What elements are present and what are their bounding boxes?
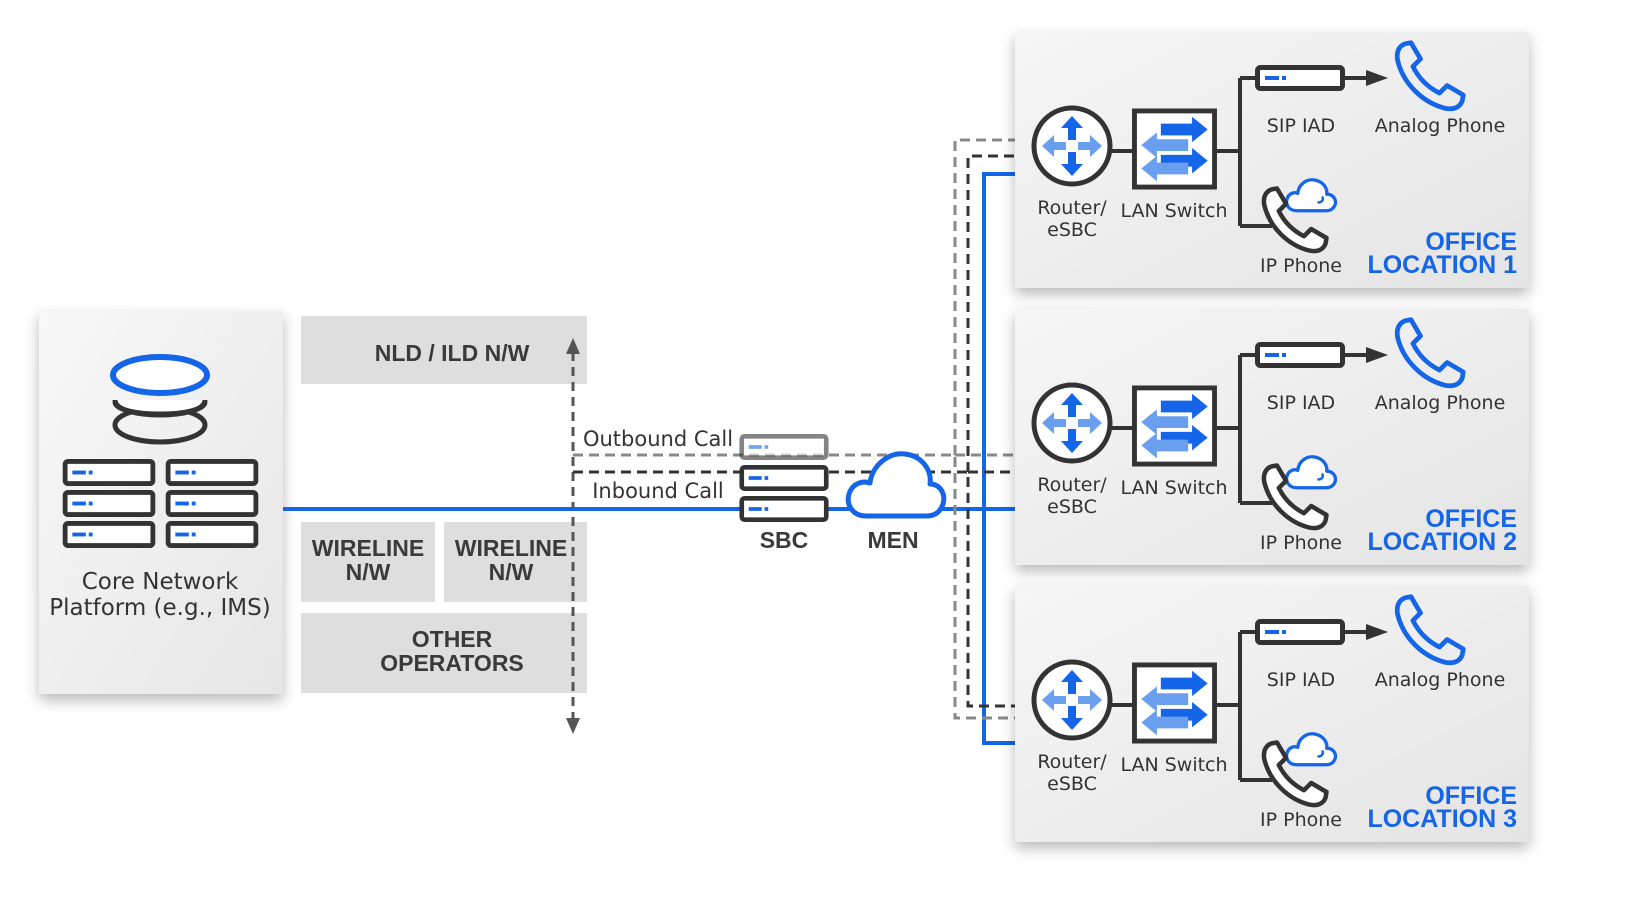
core-network-platform: Core Network Platform (e.g., IMS)	[39, 311, 283, 694]
router-label-line2: eSBC	[1047, 496, 1097, 518]
sip-iad-icon	[1258, 622, 1343, 643]
sip-iad-label: SIP IAD	[1267, 669, 1335, 691]
outbound-call-label: Outbound Call	[583, 427, 733, 451]
router-icon	[1034, 385, 1110, 461]
office-title-line2: LOCATION 1	[1367, 251, 1517, 279]
lan-switch-icon	[1134, 665, 1214, 741]
analog-phone-label: Analog Phone	[1375, 392, 1506, 414]
router-label-line1: Router/	[1037, 197, 1107, 219]
sip-iad-icon	[1258, 68, 1343, 89]
office-title-line1: OFFICE	[1425, 505, 1517, 533]
pstn-interconnect-arrow	[566, 338, 580, 734]
ip-phone-label: IP Phone	[1260, 809, 1342, 831]
other-operators-line1: OTHER	[412, 626, 493, 652]
core-platform-label-line2: Platform (e.g., IMS)	[49, 595, 270, 621]
wireline-network-2: WIRELINE N/W	[444, 522, 587, 602]
office-title-line1: OFFICE	[1425, 782, 1517, 810]
office-location-3: Router/ eSBC LAN Switch SIP IAD Analog P…	[1015, 586, 1529, 842]
analog-phone-label: Analog Phone	[1375, 115, 1506, 137]
office-title-line2: LOCATION 3	[1367, 805, 1517, 833]
ip-phone-label: IP Phone	[1260, 255, 1342, 277]
wireline-1-line1: WIRELINE	[312, 535, 424, 561]
sbc-icon	[742, 436, 827, 519]
outbound-call-path	[573, 138, 1015, 720]
office-title-line1: OFFICE	[1425, 228, 1517, 256]
men-label: MEN	[867, 527, 918, 553]
nld-ild-label: NLD / ILD N/W	[375, 340, 530, 366]
office-title-line2: LOCATION 2	[1367, 528, 1517, 556]
sbc-node: SBC	[742, 436, 827, 553]
router-icon	[1034, 662, 1110, 738]
lan-switch-label: LAN Switch	[1120, 200, 1227, 222]
sip-iad-label: SIP IAD	[1267, 115, 1335, 137]
men-node: MEN	[845, 451, 947, 553]
wireline-network-1: WIRELINE N/W	[301, 522, 435, 602]
analog-phone-label: Analog Phone	[1375, 669, 1506, 691]
lan-switch-label: LAN Switch	[1120, 754, 1227, 776]
office-location-1: Router/ eSBC LAN Switch SIP IAD Analog P…	[1015, 32, 1529, 288]
router-label-line2: eSBC	[1047, 773, 1097, 795]
other-operators-network: OTHER OPERATORS	[301, 613, 587, 693]
sip-iad-icon	[1258, 345, 1343, 366]
men-cloud-icon	[845, 451, 947, 519]
wireline-2-line1: WIRELINE	[455, 535, 567, 561]
office-location-2: Router/ eSBC LAN Switch SIP IAD Analog P…	[1015, 309, 1529, 565]
ip-phone-label: IP Phone	[1260, 532, 1342, 554]
router-icon	[1034, 108, 1110, 184]
lan-switch-icon	[1134, 388, 1214, 464]
lan-switch-label: LAN Switch	[1120, 477, 1227, 499]
sbc-label: SBC	[760, 527, 809, 553]
core-platform-label-line1: Core Network	[82, 569, 239, 595]
wireline-2-line2: N/W	[489, 559, 534, 585]
wireline-1-line2: N/W	[346, 559, 391, 585]
router-label-line1: Router/	[1037, 474, 1107, 496]
router-label-line1: Router/	[1037, 751, 1107, 773]
nld-ild-network: NLD / ILD N/W	[301, 316, 587, 384]
lan-switch-icon	[1134, 111, 1214, 187]
other-operators-line2: OPERATORS	[380, 650, 524, 676]
sip-iad-label: SIP IAD	[1267, 392, 1335, 414]
router-label-line2: eSBC	[1047, 219, 1097, 241]
inbound-call-label: Inbound Call	[592, 479, 724, 503]
database-icon	[110, 354, 210, 445]
